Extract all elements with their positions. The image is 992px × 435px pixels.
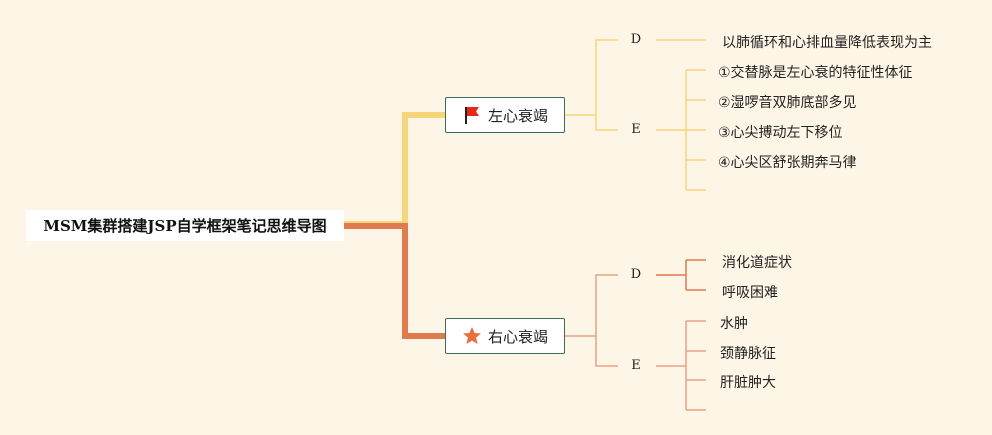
connector-left-d: [565, 39, 618, 116]
group-key-d[interactable]: D: [630, 32, 642, 47]
leaf-item[interactable]: ③心尖搏动左下移位: [718, 125, 843, 141]
leaf-item[interactable]: 以肺循环和心排血量降低表现为主: [722, 35, 932, 51]
root-node[interactable]: MSM集群搭建JSP自学框架笔记思维导图: [26, 210, 344, 241]
connector-root-left: [344, 112, 445, 227]
connector-right-e-items: [656, 320, 706, 411]
leaf-item[interactable]: ④心尖区舒张期奔马律: [718, 155, 857, 171]
group-key-e[interactable]: E: [631, 122, 641, 137]
root-label: MSM集群搭建JSP自学框架笔记思维导图: [43, 217, 327, 235]
connector-right-d-items: [656, 259, 706, 291]
branch-label: 右心衰竭: [487, 327, 548, 346]
orange-star-icon: [462, 326, 482, 346]
branch-right-heart-failure[interactable]: 右心衰竭: [445, 318, 565, 354]
connector-left-e: [595, 115, 618, 131]
red-flag-icon: [462, 105, 482, 125]
group-key-d[interactable]: D: [630, 267, 642, 282]
leaf-item[interactable]: 颈静脉征: [720, 346, 776, 362]
leaf-item[interactable]: ①交替脉是左心衰的特征性体征: [718, 65, 913, 81]
leaf-item[interactable]: 消化道症状: [722, 255, 792, 271]
connector-right-e: [595, 336, 618, 367]
leaf-item[interactable]: 水肿: [720, 316, 748, 332]
connector-root-right: [344, 223, 445, 339]
group-key-e[interactable]: E: [631, 358, 641, 373]
leaf-item[interactable]: 呼吸困难: [722, 285, 778, 301]
leaf-item[interactable]: ②湿啰音双肺底部多见: [718, 95, 857, 111]
leaf-item[interactable]: 肝脏肿大: [720, 375, 776, 391]
branch-label: 左心衰竭: [487, 106, 548, 125]
connector-right-d: [565, 274, 618, 337]
connector-left-e-items: [656, 69, 706, 191]
branch-left-heart-failure[interactable]: 左心衰竭: [445, 97, 565, 133]
